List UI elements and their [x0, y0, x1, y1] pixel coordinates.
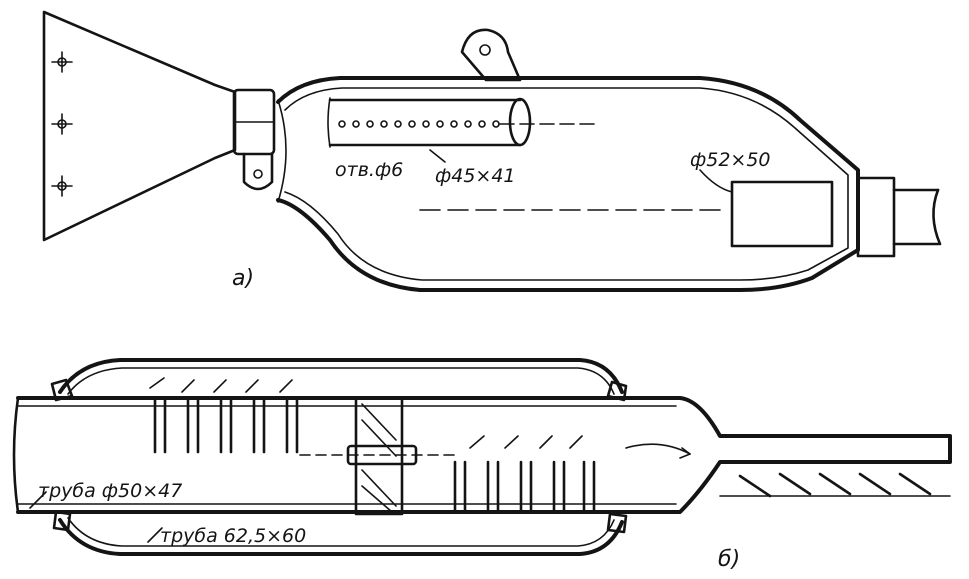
outer-casing	[58, 358, 624, 556]
lower-baffles	[453, 435, 596, 514]
central-partition	[299, 396, 461, 516]
tail-pipe-slots	[719, 461, 951, 498]
inner-pipe-label: труба ф50×47	[38, 480, 182, 502]
inner-tube-label: ф45×41	[435, 165, 516, 187]
upper-baffles	[149, 377, 299, 454]
outlet-tube	[419, 176, 942, 258]
bolt-hole-marks	[51, 51, 73, 197]
outer-pipe-label: труба 62,5×60	[160, 525, 306, 547]
mounting-flange	[42, 10, 237, 242]
flow-arrow	[625, 443, 691, 455]
inner-pipe-leader	[29, 491, 47, 509]
holes-label: отв.ф6	[335, 159, 403, 181]
outer-pipe-leader	[147, 527, 163, 543]
muffler-body-a	[276, 76, 860, 292]
figure-b: труба ф50×47 труба 62,5×60 б)	[12, 358, 952, 572]
flow-arrowhead	[679, 447, 691, 459]
perforation-holes	[338, 120, 500, 128]
panel-a-label: а)	[232, 266, 254, 291]
outlet-leader	[699, 169, 733, 193]
clamp-collar	[232, 88, 276, 191]
panel-b-label: б)	[718, 547, 740, 572]
weld-beads	[50, 378, 628, 534]
outlet-label: ф52×50	[690, 149, 771, 171]
tube-leader	[429, 149, 446, 163]
hanger-bracket	[460, 28, 522, 82]
figure-a: а) отв.ф6 ф45×41 ф52×50	[42, 10, 942, 292]
perforated-inner-tube	[327, 97, 601, 148]
